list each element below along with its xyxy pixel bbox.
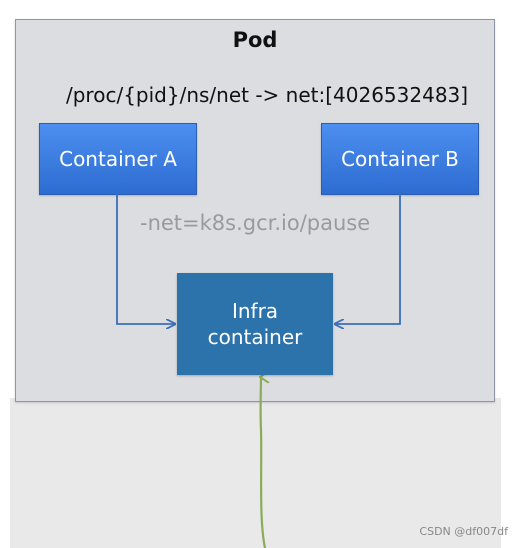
container-b-label: Container B (341, 147, 459, 171)
arrow-container-b-to-infra (335, 194, 401, 324)
lower-background (10, 398, 501, 548)
pod-title: Pod (232, 28, 278, 52)
net-flag-label: -net=k8s.gcr.io/pause (140, 211, 371, 235)
watermark: CSDN @df007df (419, 525, 508, 538)
infra-label-line2: container (207, 325, 303, 349)
infra-label-line1: Infra (231, 299, 279, 323)
infra-container-box: Infra container (177, 273, 333, 375)
arrow-container-a-to-infra (116, 194, 175, 324)
arrow-external-to-infra (261, 377, 265, 548)
container-a-box: Container A (39, 123, 197, 195)
container-a-label: Container A (59, 147, 177, 171)
network-namespace-path: /proc/{pid}/ns/net -> net:[4026532483] (66, 83, 469, 107)
